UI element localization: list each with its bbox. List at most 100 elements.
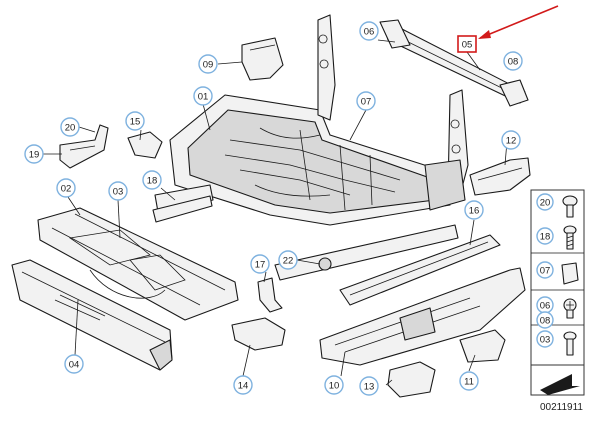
part-13-handle [387,361,436,398]
callout-ring [356,91,376,111]
callout-20: 20 [60,117,80,137]
part-10-side-trim [319,267,526,366]
callout-label: 18 [540,231,551,242]
screw-20-icon [562,195,578,218]
part-14-knob [231,317,286,351]
callout-ring [198,54,218,74]
callout-label: 13 [364,381,375,392]
callout-label: 07 [540,265,551,276]
legend-callout-18: 18 [536,227,554,245]
callout-label: 16 [469,205,480,216]
callout-11: 11 [459,371,479,391]
callout-07: 07 [356,91,376,111]
legend-callout-06: 06 [536,296,554,314]
part-15-cap [127,131,163,159]
callout-12: 12 [501,130,521,150]
callout-ring [193,86,213,106]
callout-17: 17 [250,254,270,274]
part-01-seat-frame [154,94,459,281]
callout-ring [64,354,84,374]
callout-ring [142,170,162,190]
part-02-seat-pan [37,207,239,321]
callout-ring [503,51,523,71]
callout-label: 19 [29,149,40,160]
callout-label: 03 [540,334,551,345]
screw-18-icon [563,225,577,250]
callout-label: 08 [540,315,551,326]
callout-label: 10 [329,380,340,391]
callout-ring [324,375,344,395]
callout-ring [278,250,298,270]
callout-label: 20 [65,122,76,133]
part-18-rail [152,195,213,223]
callout-label: 18 [147,175,158,186]
screw-03-icon [563,331,577,356]
callout-04: 04 [64,354,84,374]
highlight-arrow [478,5,559,39]
part-09-cover [241,37,284,81]
callout-06: 06 [359,21,379,41]
callout-02: 02 [56,178,76,198]
callout-22: 22 [278,250,298,270]
callout-label: 03 [113,186,124,197]
legend-callout-20: 20 [536,193,554,211]
callout-ring [60,117,80,137]
callout-01: 01 [193,86,213,106]
callout-ring [359,21,379,41]
callout-ring [359,376,379,396]
callout-label: 11 [464,376,474,387]
part-04-front-trim [11,259,173,371]
callout-ring [108,181,128,201]
highlight-box [457,35,477,53]
callout-ring [501,130,521,150]
callout-ring [56,178,76,198]
callout-19: 19 [24,144,44,164]
callout-13: 13 [359,376,379,396]
part-11-handle [459,329,506,363]
leader-lines [43,39,508,386]
callout-05: 05 [457,35,477,53]
callout-ring [233,375,253,395]
callout-10: 10 [324,375,344,395]
legend-callout-08: 08 [536,311,554,329]
callout-label: 22 [283,255,294,266]
part-22-bolt [318,257,332,271]
callout-18: 18 [142,170,162,190]
callout-label: 15 [130,116,141,127]
callout-ring [125,111,145,131]
callout-ring [250,254,270,274]
callout-label: 06 [540,300,551,311]
callout-08: 08 [503,51,523,71]
callouts: 01 02 03 04 05 06 07 08 09 10 11 12 13 14 15 16 17 18 19 20… [24,21,523,396]
screw-0608-icon [563,298,577,319]
callout-03: 03 [108,181,128,201]
callout-ring [464,200,484,220]
part-16-side-rail [339,234,501,306]
callout-ring [536,311,554,329]
callout-label: 20 [540,197,551,208]
callout-label: 17 [255,259,266,270]
callout-14: 14 [233,375,253,395]
callout-label: 14 [238,380,249,391]
callout-label: 05 [462,39,473,50]
callout-label: 01 [198,91,209,102]
part-17-bracket [257,277,283,313]
callout-ring [536,330,554,348]
clip-07-icon [561,262,579,285]
callout-ring [536,193,554,211]
callout-label: 06 [364,26,375,37]
part-backrest-hinge-plates [317,14,469,211]
callout-ring [536,227,554,245]
callout-ring [24,144,44,164]
callout-09: 09 [198,54,218,74]
callout-label: 09 [203,59,214,70]
callout-16: 16 [464,200,484,220]
callout-label: 07 [361,96,372,107]
callout-ring [536,261,554,279]
legend-panel [530,189,585,396]
legend-callout-03: 03 [536,330,554,348]
callout-15: 15 [125,111,145,131]
callout-label: 04 [69,359,80,370]
callout-label: 02 [61,183,72,194]
